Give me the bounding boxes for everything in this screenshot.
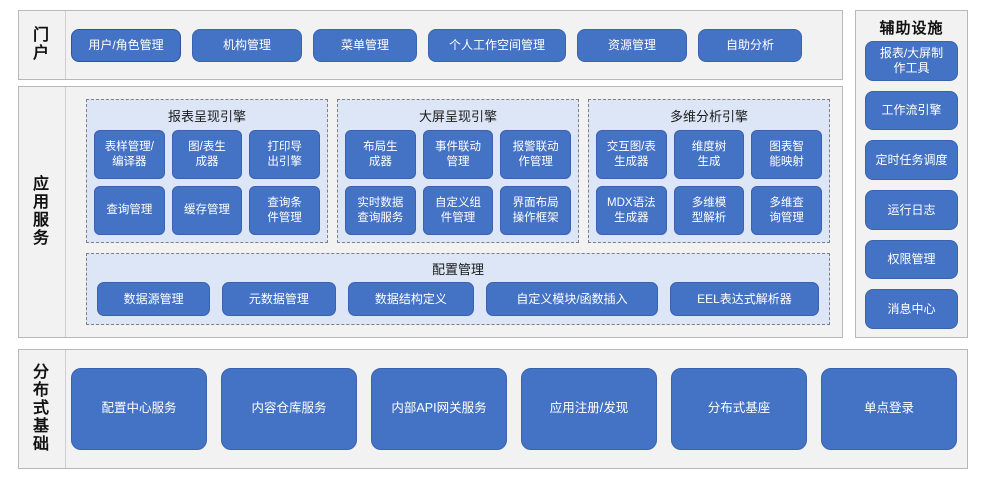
engine-item-ui-layout-operation-framework[interactable]: 界面布局 操作框架	[500, 186, 571, 235]
portal-item-user-role-management[interactable]: 用户/角色管理	[71, 28, 181, 62]
portal-item-self-service-analysis[interactable]: 自助分析	[698, 28, 802, 62]
application-service-section: 应用服务 报表呈现引擎 表样管理/ 编译器 图/表生 成器 打印导 出引擎 查询…	[18, 86, 843, 338]
engine-item-multidimensional-model-parsing[interactable]: 多维模 型解析	[673, 186, 745, 235]
multidimensional-analysis-engine-title: 多维分析引擎	[669, 109, 748, 124]
large-screen-rendering-engine-group: 大屏呈现引擎 布局生 成器 事件联动 管理 报警联动 作管理 实时数据 查询服务…	[337, 99, 579, 243]
portal-section-label: 门户	[19, 11, 66, 79]
report-rendering-engine-title: 报表呈现引擎	[167, 109, 246, 124]
distributed-infrastructure-section: 分布式基础 配置中心服务 内容仓库服务 内部API网关服务 应用注册/发现 分布…	[18, 349, 968, 469]
engine-item-query-management[interactable]: 查询管理	[94, 186, 165, 235]
engine-item-template-management-compiler[interactable]: 表样管理/ 编译器	[94, 130, 165, 179]
config-item-eel-expression-parser[interactable]: EEL表达式解析器	[669, 282, 819, 316]
portal-item-resource-management[interactable]: 资源管理	[577, 28, 687, 62]
engine-item-cache-management[interactable]: 缓存管理	[171, 186, 243, 235]
aux-item-runtime-log[interactable]: 运行日志	[865, 190, 958, 230]
application-service-label-text: 应用服务	[33, 176, 52, 247]
infra-item-config-center-service[interactable]: 配置中心服务	[71, 368, 207, 450]
distributed-infrastructure-label-text: 分布式基础	[33, 364, 52, 453]
config-item-data-structure-definition[interactable]: 数据结构定义	[347, 282, 475, 316]
engine-item-event-linkage-management[interactable]: 事件联动 管理	[422, 130, 494, 179]
infra-item-internal-api-gateway-service[interactable]: 内部API网关服务	[371, 368, 507, 450]
infra-item-single-sign-on[interactable]: 单点登录	[821, 368, 957, 450]
report-rendering-engine-group: 报表呈现引擎 表样管理/ 编译器 图/表生 成器 打印导 出引擎 查询管理 缓存…	[86, 99, 328, 243]
application-service-content: 报表呈现引擎 表样管理/ 编译器 图/表生 成器 打印导 出引擎 查询管理 缓存…	[66, 87, 842, 337]
aux-item-report-dashboard-authoring-tool[interactable]: 报表/大屏制 作工具	[865, 41, 958, 81]
engine-item-chart-smart-mapping[interactable]: 图表智 能映射	[751, 130, 822, 179]
auxiliary-facilities-items: 报表/大屏制 作工具 工作流引擎 定时任务调度 运行日志 权限管理 消息中心	[865, 41, 958, 330]
auxiliary-facilities-section: 辅助设施 报表/大屏制 作工具 工作流引擎 定时任务调度 运行日志 权限管理 消…	[855, 10, 968, 338]
engine-item-print-export-engine[interactable]: 打印导 出引擎	[249, 130, 320, 179]
engine-item-dimension-tree-generation[interactable]: 维度树 生成	[673, 130, 745, 179]
engine-item-alarm-linkage-action-management[interactable]: 报警联动 作管理	[500, 130, 571, 179]
infra-item-content-repository-service[interactable]: 内容仓库服务	[221, 368, 357, 450]
configuration-management-title: 配置管理	[431, 262, 484, 277]
distributed-infrastructure-section-label: 分布式基础	[19, 350, 66, 468]
aux-item-message-center[interactable]: 消息中心	[865, 289, 958, 330]
application-service-section-label: 应用服务	[19, 87, 66, 337]
aux-item-workflow-engine[interactable]: 工作流引擎	[865, 90, 958, 131]
aux-item-scheduled-task-scheduler[interactable]: 定时任务调度	[865, 140, 958, 181]
multidimensional-analysis-engine-group: 多维分析引擎 交互图/表 生成器 维度树 生成 图表智 能映射 MDX语法 生成…	[588, 99, 830, 243]
engine-group-row: 报表呈现引擎 表样管理/ 编译器 图/表生 成器 打印导 出引擎 查询管理 缓存…	[86, 99, 830, 243]
engine-item-multidimensional-query-management[interactable]: 多维查 询管理	[751, 186, 822, 235]
portal-item-org-management[interactable]: 机构管理	[192, 28, 302, 62]
configuration-management-items: 数据源管理 元数据管理 数据结构定义 自定义模块/函数插入 EEL表达式解析器	[97, 282, 819, 316]
config-item-custom-module-function-insert[interactable]: 自定义模块/函数插入	[486, 282, 658, 316]
distributed-infrastructure-items: 配置中心服务 内容仓库服务 内部API网关服务 应用注册/发现 分布式基座 单点…	[71, 350, 957, 468]
infra-item-distributed-base[interactable]: 分布式基座	[671, 368, 807, 450]
configuration-management-group: 配置管理 数据源管理 元数据管理 数据结构定义 自定义模块/函数插入 EEL表达…	[86, 253, 830, 325]
engine-item-realtime-data-query-service[interactable]: 实时数据 查询服务	[345, 186, 416, 235]
multidimensional-analysis-engine-items: 交互图/表 生成器 维度树 生成 图表智 能映射 MDX语法 生成器 多维模 型…	[596, 130, 822, 235]
auxiliary-facilities-section-label: 辅助设施	[879, 20, 944, 37]
report-rendering-engine-items: 表样管理/ 编译器 图/表生 成器 打印导 出引擎 查询管理 缓存管理 查询条 …	[94, 130, 320, 235]
engine-item-query-condition-management[interactable]: 查询条 件管理	[249, 186, 320, 235]
engine-item-custom-component-management[interactable]: 自定义组 件管理	[422, 186, 494, 235]
aux-item-permission-management[interactable]: 权限管理	[865, 239, 958, 280]
portal-items: 用户/角色管理 机构管理 菜单管理 个人工作空间管理 资源管理 自助分析	[71, 11, 836, 79]
portal-label-text: 门户	[33, 27, 52, 62]
large-screen-rendering-engine-items: 布局生 成器 事件联动 管理 报警联动 作管理 实时数据 查询服务 自定义组 件…	[345, 130, 571, 235]
infra-item-app-registration-discovery[interactable]: 应用注册/发现	[521, 368, 657, 450]
config-item-metadata-management[interactable]: 元数据管理	[222, 282, 336, 316]
portal-item-personal-workspace-management[interactable]: 个人工作空间管理	[428, 28, 566, 62]
portal-section: 门户 用户/角色管理 机构管理 菜单管理 个人工作空间管理 资源管理 自助分析	[18, 10, 843, 80]
large-screen-rendering-engine-title: 大屏呈现引擎	[418, 109, 497, 124]
engine-item-chart-table-generator[interactable]: 图/表生 成器	[171, 130, 243, 179]
engine-item-mdx-syntax-generator[interactable]: MDX语法 生成器	[596, 186, 667, 235]
config-item-datasource-management[interactable]: 数据源管理	[97, 282, 211, 316]
engine-item-layout-generator[interactable]: 布局生 成器	[345, 130, 416, 179]
engine-item-interactive-chart-table-generator[interactable]: 交互图/表 生成器	[596, 130, 667, 179]
portal-item-menu-management[interactable]: 菜单管理	[313, 28, 417, 62]
